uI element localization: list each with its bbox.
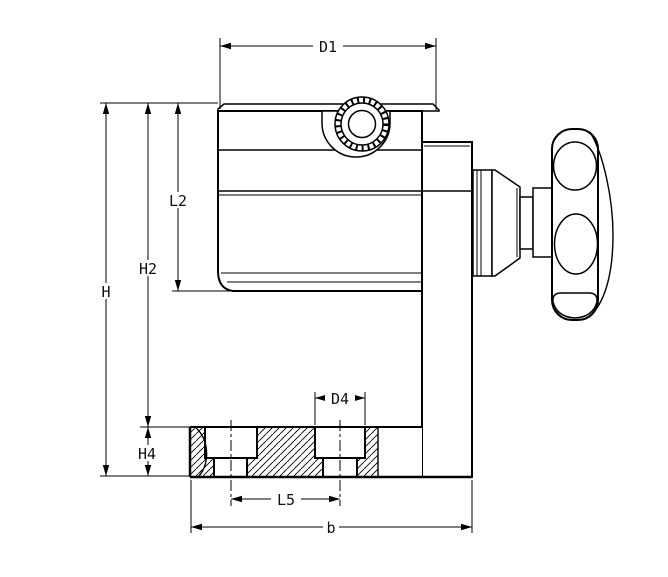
dim-label-d4: D4 — [331, 390, 349, 408]
dim-label-l2: L2 — [169, 192, 187, 210]
dim-label-b: b — [326, 519, 335, 537]
column — [421, 141, 473, 478]
dimension-b: b — [190, 480, 473, 537]
hub — [532, 187, 553, 258]
shaft-neck — [519, 196, 534, 250]
finger-hole-bottom — [552, 292, 598, 319]
dim-label-h: H — [101, 283, 110, 301]
handwheel-knob — [551, 128, 614, 321]
finger-hole-middle — [553, 213, 599, 275]
dimension-l2: L2 — [164, 103, 192, 291]
dimension-h4: H4 — [133, 427, 162, 476]
dim-label-l5: L5 — [277, 491, 295, 509]
dim-label-h4: H4 — [138, 445, 156, 463]
finger-hole-top — [552, 141, 598, 191]
dimension-d4: D4 — [314, 390, 366, 425]
dimension-h2: H2 — [134, 103, 162, 427]
dimension-d1: D1 — [219, 38, 437, 110]
dim-label-d1: D1 — [319, 38, 337, 56]
handwheel-assembly — [472, 128, 614, 321]
knob-profile-arc — [588, 131, 614, 318]
knob-inner-ring — [347, 109, 377, 139]
lock-knob — [321, 96, 391, 158]
cone — [491, 169, 521, 277]
flange — [472, 169, 493, 277]
dim-label-h2: H2 — [139, 260, 157, 278]
barrel-body — [217, 110, 423, 292]
top-plate — [217, 103, 440, 112]
dimension-h: H — [97, 103, 115, 476]
knob-knurling — [335, 97, 389, 151]
dimension-l5: L5 — [231, 491, 340, 509]
base-left-arc — [195, 427, 208, 477]
